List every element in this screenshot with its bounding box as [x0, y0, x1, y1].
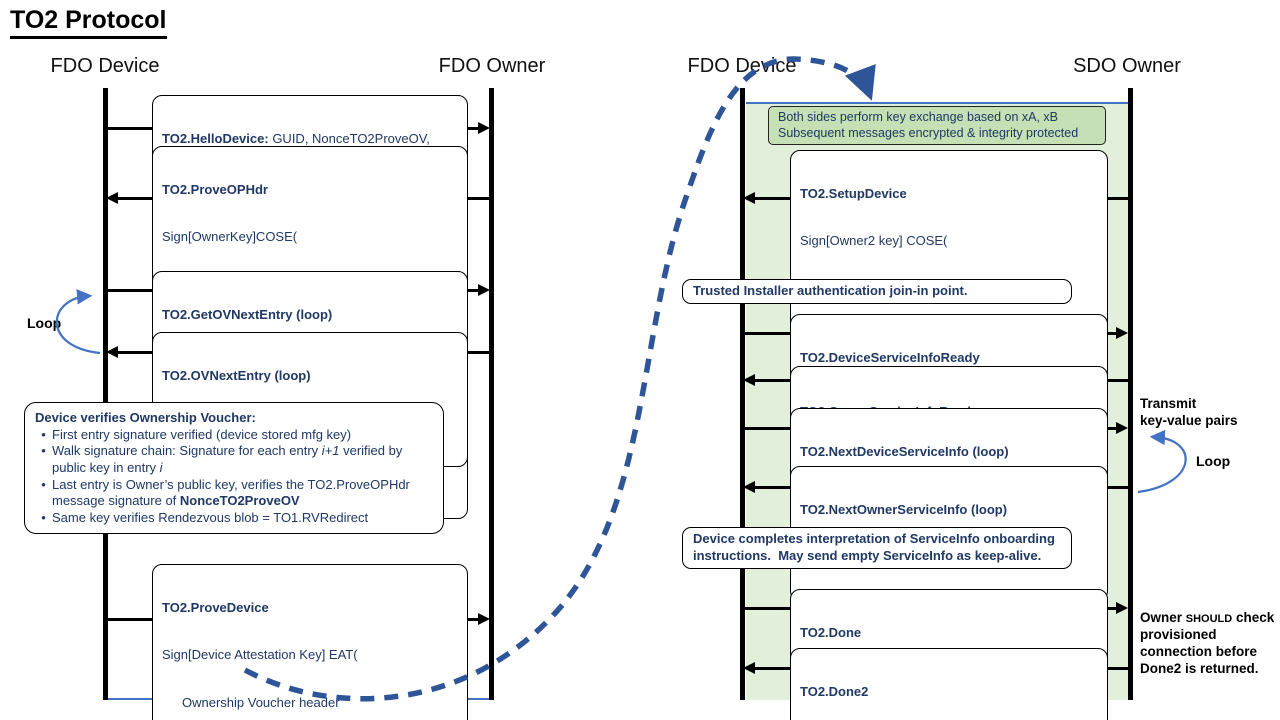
- arrowhead-right-icon: [478, 284, 490, 296]
- msg-title: TO2.OVNextEntry (loop): [162, 367, 311, 383]
- actor-left-device: FDO Device: [50, 55, 160, 77]
- note-owner-should: Owner SHOULD check provisioned connectio…: [1140, 610, 1275, 676]
- arrowhead-left-icon: [743, 374, 755, 386]
- arrowhead-left-icon: [106, 192, 118, 204]
- session-top-rule: [746, 102, 1130, 104]
- msg-title: TO2.GetOVNextEntry (loop): [162, 306, 333, 322]
- bullet-icon: •: [41, 476, 46, 492]
- right-loop-label: Loop: [1196, 453, 1231, 469]
- note-trusted-installer: Trusted Installer authentication join-in…: [682, 279, 1072, 304]
- msg-line: Ownership Voucher header: [182, 694, 340, 710]
- arrowhead-right-icon: [478, 122, 490, 134]
- key-exchange-banner: Both sides perform key exchange based on…: [768, 106, 1106, 145]
- msg-title: TO2.NextDeviceServiceInfo (loop): [800, 443, 1009, 459]
- note-bullet: •Same key verifies Rendezvous blob = TO1…: [35, 510, 433, 527]
- note-device-completes: Device completes interpretation of Servi…: [682, 527, 1072, 569]
- actor-left-owner: FDO Owner: [438, 55, 546, 77]
- arrowhead-right-icon: [1116, 602, 1128, 614]
- note-device-verifies: Device verifies Ownership Voucher: •Firs…: [24, 402, 444, 535]
- bullet-icon: •: [41, 509, 46, 525]
- note-transmit: Transmit key-value pairs: [1140, 396, 1238, 428]
- msg-title: TO2.Done: [800, 624, 862, 640]
- msg-line: Sign[Device Attestation Key] EAT(: [162, 647, 358, 663]
- banner-line: Subsequent messages encrypted & integrit…: [778, 126, 1079, 141]
- actor-right-owner: SDO Owner: [1073, 55, 1181, 77]
- actor-right-device: FDO Device: [687, 55, 797, 77]
- arrowhead-left-icon: [743, 662, 755, 674]
- arrowhead-right-icon: [1116, 327, 1128, 339]
- msg-title: TO2.NextOwnerServiceInfo (loop): [800, 501, 1008, 517]
- msg-line: TO2.HelloDevice: GUID, NonceTO2ProveOV,: [162, 131, 458, 147]
- note-bullet: •Last entry is Owner’s public key, verif…: [35, 477, 433, 510]
- lifeline-left-device: [103, 88, 108, 700]
- bullet-icon: •: [41, 443, 46, 459]
- msg-title: TO2.Done2: [800, 683, 869, 699]
- left-loop-label: Loop: [27, 315, 62, 331]
- arrowhead-right-icon: [478, 613, 490, 625]
- arrowhead-left-icon: [106, 346, 118, 358]
- msg-title: TO2.DeviceServiceInfoReady: [800, 349, 980, 365]
- lifeline-right-owner: [1128, 88, 1133, 700]
- msg-title: TO2.ProveDevice: [162, 599, 269, 615]
- note-bullet: •Walk signature chain: Signature for eac…: [35, 443, 433, 476]
- arrowhead-left-icon: [743, 481, 755, 493]
- banner-line: Both sides perform key exchange based on…: [778, 110, 1059, 124]
- msg-title: TO2.HelloDevice:: [162, 130, 269, 146]
- note-title: Device verifies Ownership Voucher:: [35, 410, 256, 425]
- msg-title: TO2.SetupDevice: [800, 185, 907, 201]
- msg-text: GUID, NonceTO2ProveOV,: [268, 130, 430, 146]
- page-title: TO2 Protocol: [10, 6, 167, 39]
- arrowhead-right-icon: [1116, 422, 1128, 434]
- msg-line: Sign[OwnerKey]COSE(: [162, 229, 298, 245]
- arrowhead-left-icon: [743, 192, 755, 204]
- note-bullet: •First entry signature verified (device …: [35, 427, 433, 444]
- left-loop-arrow-icon: [55, 289, 101, 355]
- lifeline-left-owner: [489, 88, 494, 700]
- bullet-icon: •: [41, 426, 46, 442]
- msg-line: Sign[Owner2 key] COSE(: [800, 233, 948, 249]
- right-loop-arrow-icon: [1137, 429, 1187, 494]
- msg-done2: TO2.Done2 NonceTO2SetupDv retransmit: [790, 648, 1108, 720]
- msg-prove-device: TO2.ProveDevice Sign[Device Attestation …: [152, 564, 468, 720]
- msg-title: TO2.ProveOPHdr: [162, 181, 268, 197]
